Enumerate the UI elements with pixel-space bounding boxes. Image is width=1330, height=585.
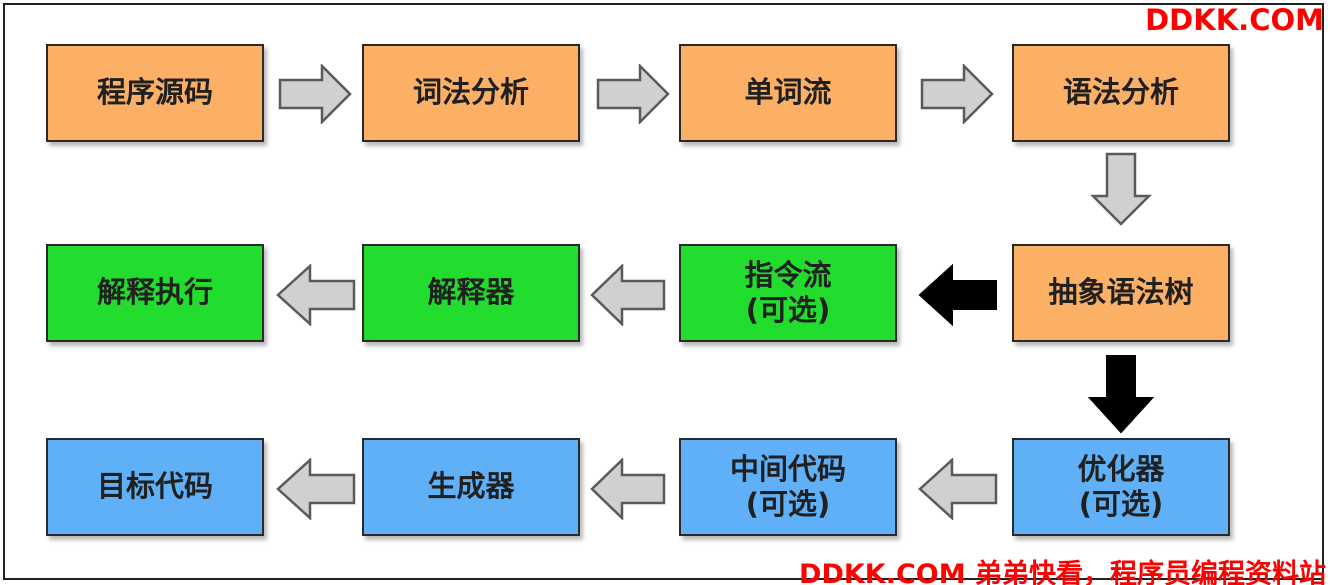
node-label: 中间代码 bbox=[729, 451, 846, 486]
node-interpreter: 解释器 bbox=[362, 244, 580, 342]
node-label: 目标代码 bbox=[96, 469, 213, 504]
node-label: 优化器 bbox=[1077, 451, 1165, 486]
node-label: 解释执行 bbox=[96, 275, 213, 310]
arrow-left-icon bbox=[276, 264, 356, 326]
node-sublabel: (可选) bbox=[745, 293, 831, 327]
arrow-left-icon bbox=[590, 458, 666, 520]
node-interpret-execute: 解释执行 bbox=[46, 244, 264, 342]
node-sublabel: (可选) bbox=[1078, 487, 1164, 521]
node-label: 词法分析 bbox=[412, 75, 529, 110]
node-optimizer: 优化器 (可选) bbox=[1012, 438, 1230, 536]
node-syntax-analysis: 语法分析 bbox=[1012, 44, 1230, 142]
node-instruction-stream: 指令流 (可选) bbox=[679, 244, 897, 342]
arrow-left-icon bbox=[590, 264, 666, 326]
node-label: 生成器 bbox=[427, 469, 515, 504]
node-label: 解释器 bbox=[427, 275, 515, 310]
arrow-right-icon bbox=[920, 64, 994, 124]
node-label: 程序源码 bbox=[96, 75, 213, 110]
node-label: 语法分析 bbox=[1062, 75, 1179, 110]
watermark-bottom: DDKK.COM 弟弟快看，程序员编程资料站 bbox=[799, 559, 1326, 585]
node-token-stream: 单词流 bbox=[679, 44, 897, 142]
arrow-down-icon bbox=[1088, 355, 1154, 434]
node-label: 抽象语法树 bbox=[1048, 275, 1194, 310]
node-ast: 抽象语法树 bbox=[1012, 244, 1230, 342]
arrow-down-icon bbox=[1090, 152, 1152, 226]
node-sublabel: (可选) bbox=[745, 487, 831, 521]
node-intermediate-code: 中间代码 (可选) bbox=[679, 438, 897, 536]
node-target-code: 目标代码 bbox=[46, 438, 264, 536]
node-generator: 生成器 bbox=[362, 438, 580, 536]
node-lexical-analysis: 词法分析 bbox=[362, 44, 580, 142]
watermark-top: DDKK.COM bbox=[1145, 3, 1324, 37]
arrow-right-icon bbox=[278, 64, 352, 124]
arrow-right-icon bbox=[596, 64, 670, 124]
arrow-left-icon bbox=[276, 458, 356, 520]
arrow-left-icon bbox=[918, 264, 997, 326]
node-label: 指令流 bbox=[744, 257, 832, 292]
node-source-code: 程序源码 bbox=[46, 44, 264, 142]
node-label: 单词流 bbox=[744, 75, 832, 110]
diagram-frame bbox=[3, 3, 1324, 580]
arrow-left-icon bbox=[918, 458, 998, 520]
